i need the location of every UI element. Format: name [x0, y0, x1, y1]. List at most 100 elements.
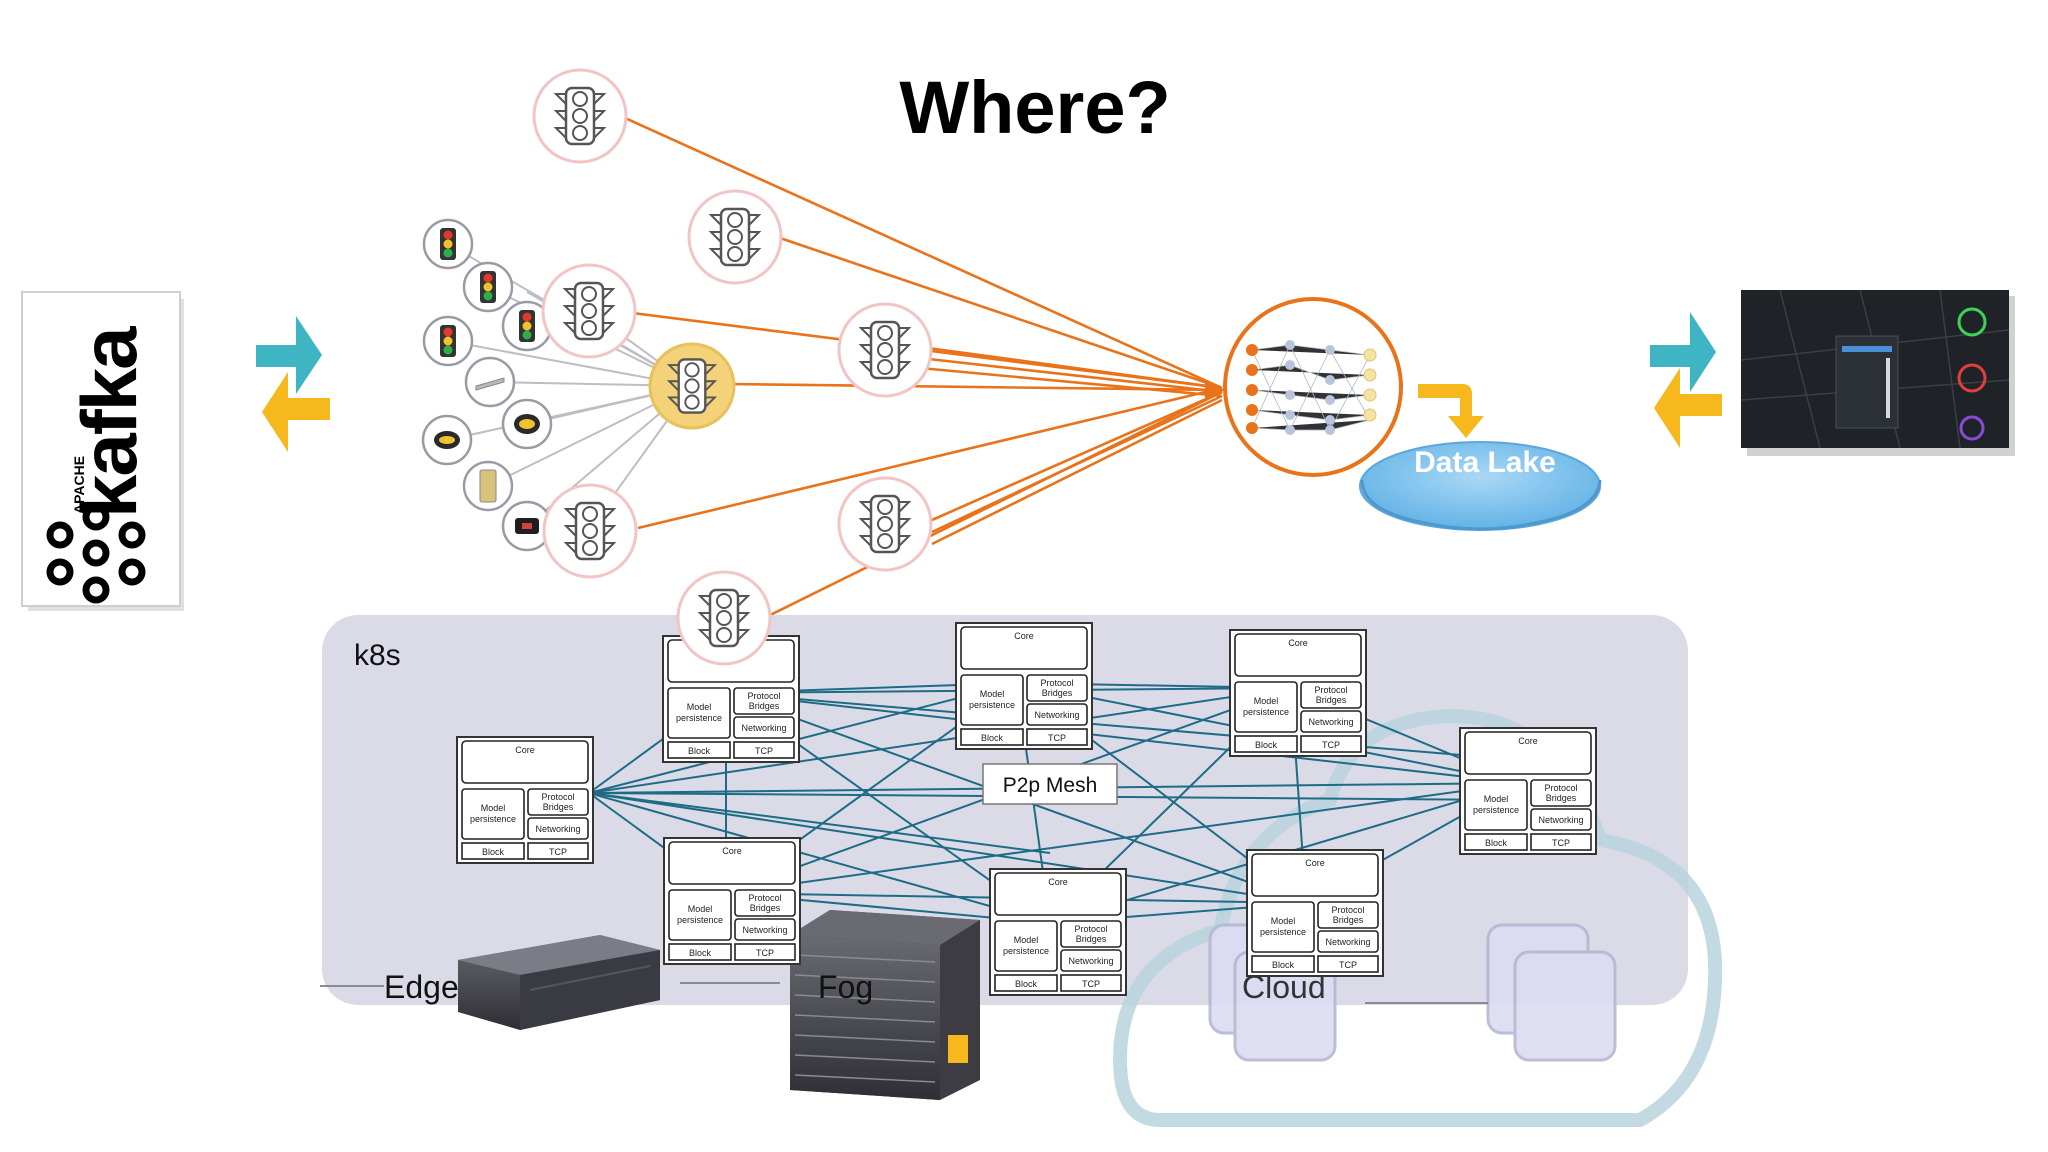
node-label: TCP [1339, 960, 1357, 970]
kafka-apache-text: APACHE [71, 456, 87, 514]
node-label: Bridges [749, 701, 780, 711]
edge-server-icon [458, 935, 660, 1030]
stream-arrow-head [1205, 380, 1225, 400]
traffic-light-icon [676, 570, 772, 666]
node-label: Networking [1068, 956, 1113, 966]
tier-label-fog: Fog [818, 969, 873, 1005]
node-box: CoreModelpersistenceProtocolBridgesNetwo… [955, 622, 1093, 750]
node-label: Protocol [747, 691, 780, 701]
node-label: persistence [677, 915, 723, 925]
page-title: Where? [899, 66, 1170, 149]
traffic-light-icon [542, 483, 638, 579]
node-label: Block [688, 746, 711, 756]
gateway-traffic-light-icon [648, 342, 736, 430]
traffic-light-icon [532, 68, 628, 164]
node-label: TCP [1552, 838, 1570, 848]
node-label: Core [722, 846, 742, 856]
node-label: TCP [756, 948, 774, 958]
node-label: Core [1014, 631, 1034, 641]
node-label: Protocol [541, 792, 574, 802]
kafka-logo: APACHE kafka [21, 291, 184, 611]
node-label: Networking [1034, 710, 1079, 720]
node-label: TCP [1048, 733, 1066, 743]
node-label: Block [1255, 740, 1278, 750]
node-label: Bridges [1546, 793, 1577, 803]
node-label: Block [981, 733, 1004, 743]
fog-server-rack-icon [790, 910, 980, 1100]
p2p-mesh-label-box: P2p Mesh [982, 763, 1118, 805]
node-label: persistence [1260, 927, 1306, 937]
node-box: CoreModelpersistenceProtocolBridgesNetwo… [1246, 849, 1384, 977]
neural-network-icon [1223, 297, 1403, 477]
dashboard-icon [1740, 289, 2015, 456]
node-label: Bridges [543, 802, 574, 812]
traffic-light-icon [837, 476, 933, 572]
node-label: Networking [535, 824, 580, 834]
node-label: Block [1485, 838, 1508, 848]
node-label: persistence [676, 713, 722, 723]
node-label: Core [515, 745, 535, 755]
node-label: Core [1288, 638, 1308, 648]
cloud-icon [1112, 708, 1723, 1127]
exchange-arrows-right-icon [1650, 312, 1722, 448]
exchange-arrows-left-icon [256, 316, 330, 452]
node-label: Protocol [1314, 685, 1347, 695]
node-label: Networking [1538, 815, 1583, 825]
node-label: Model [481, 803, 506, 813]
data-lake-label: Data Lake [1414, 446, 1556, 479]
node-label: Model [1014, 935, 1039, 945]
node-label: Core [1048, 877, 1068, 887]
p2p-mesh-label: P2p Mesh [1003, 774, 1098, 797]
tier-dividers [320, 982, 1488, 1004]
node-label: TCP [1082, 979, 1100, 989]
traffic-light-icon [541, 263, 637, 359]
kafka-name-text: kafka [65, 326, 153, 518]
tier-label-edge: Edge [384, 969, 459, 1005]
data-lake: Data Lake [1359, 441, 1602, 531]
node-label: Model [1254, 696, 1279, 706]
node-label: Protocol [748, 893, 781, 903]
node-label: Bridges [1076, 934, 1107, 944]
node-label: Bridges [750, 903, 781, 913]
node-label: Block [1015, 979, 1038, 989]
node-label: Model [980, 689, 1005, 699]
kafka-mark-icon [46, 503, 146, 604]
node-label: Model [1271, 916, 1296, 926]
node-label: persistence [1243, 707, 1289, 717]
node-label: Bridges [1042, 688, 1073, 698]
node-label: Model [688, 904, 713, 914]
node-label: TCP [755, 746, 773, 756]
node-label: TCP [1322, 740, 1340, 750]
data-lake-arrow-icon [1418, 384, 1484, 438]
node-label: Core [1518, 736, 1538, 746]
node-label: Model [687, 702, 712, 712]
node-label: Block [689, 948, 712, 958]
node-label: Block [1272, 960, 1295, 970]
node-label: Model [1484, 794, 1509, 804]
node-label: Protocol [1544, 783, 1577, 793]
node-label: Networking [742, 925, 787, 935]
node-label: Bridges [1316, 695, 1347, 705]
node-label: persistence [969, 700, 1015, 710]
traffic-light-nodes [532, 68, 933, 579]
node-label: Bridges [1333, 915, 1364, 925]
node-boxes: CoreModelpersistenceProtocolBridgesNetwo… [456, 622, 1597, 996]
node-label: Block [482, 847, 505, 857]
node-label: Protocol [1331, 905, 1364, 915]
node-label: persistence [470, 814, 516, 824]
node-label: Protocol [1074, 924, 1107, 934]
node-label: Core [1305, 858, 1325, 868]
sensor-devices [421, 218, 553, 552]
node-label: persistence [1473, 805, 1519, 815]
node-label: Networking [1308, 717, 1353, 727]
node-label: persistence [1003, 946, 1049, 956]
traffic-light-icon [687, 189, 783, 285]
traffic-light-icon [837, 302, 933, 398]
stream-links [624, 116, 1223, 622]
